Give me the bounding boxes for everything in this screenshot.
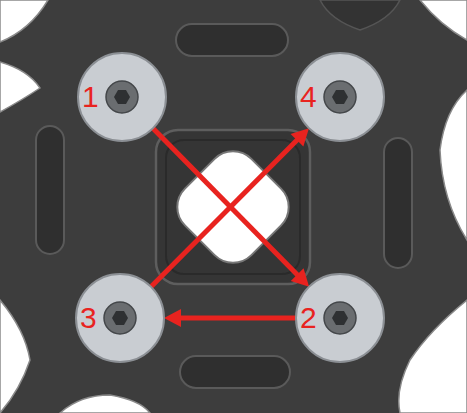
sequence-number: 1: [82, 82, 99, 112]
bolt: 3: [74, 272, 166, 364]
sequence-number: 3: [80, 303, 97, 333]
arrow-head: [291, 128, 309, 146]
arrow-line: [151, 138, 299, 287]
arrow-head: [164, 309, 181, 327]
tightening-arrow: [151, 128, 309, 287]
bolt: 4: [294, 51, 386, 143]
sequence-number: 2: [300, 303, 317, 333]
arrow-line: [178, 316, 296, 321]
arrow-head: [291, 268, 309, 286]
tightening-arrow: [164, 309, 296, 327]
arrow-line: [153, 128, 299, 276]
bolt: 2: [294, 272, 386, 364]
bolt: 1: [76, 51, 168, 143]
sequence-number: 4: [300, 82, 317, 112]
